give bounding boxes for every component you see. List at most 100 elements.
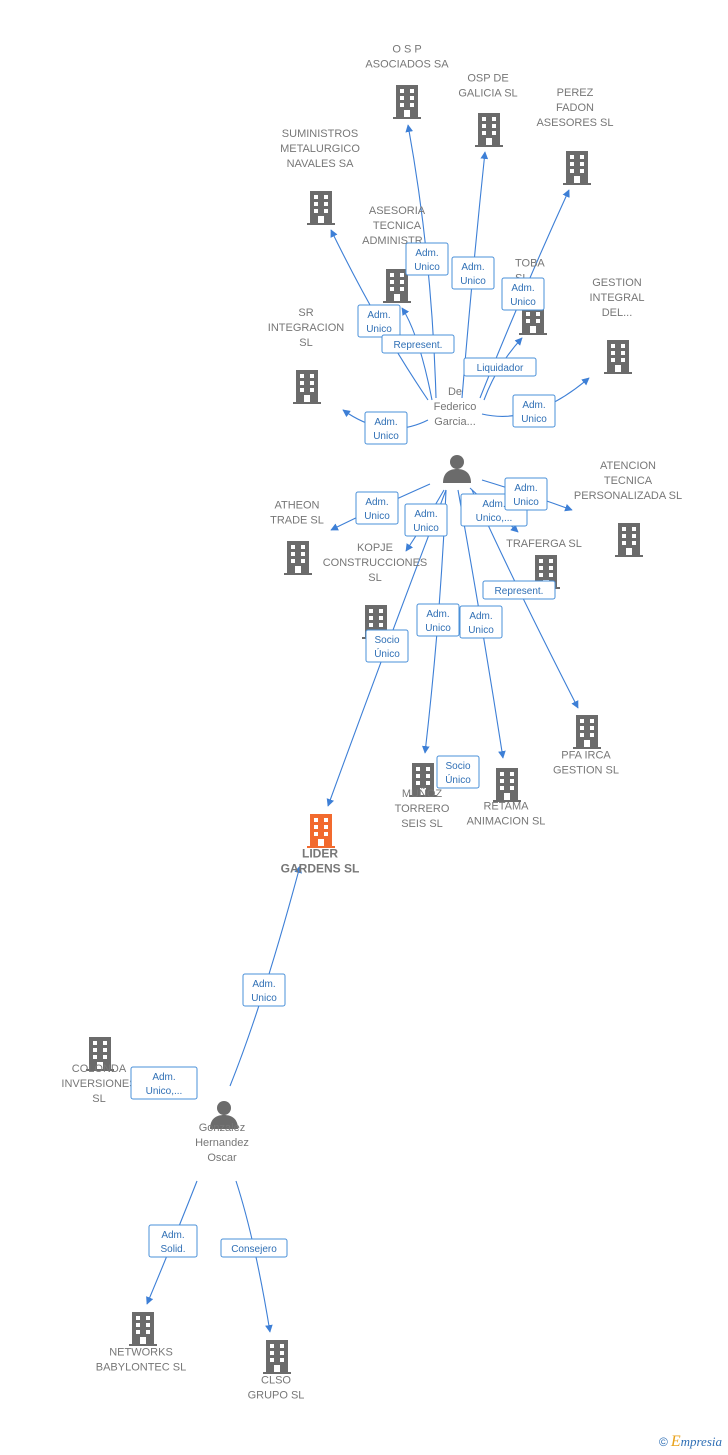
role-badge-r-networks[interactable]: Adm. Solid. — [148, 1224, 198, 1258]
role-badge-r-sumin[interactable]: Adm.Unico — [357, 304, 401, 338]
role-badge-r-retama[interactable]: Adm.Unico — [459, 605, 503, 639]
role-label: Unico,... — [146, 1086, 183, 1097]
role-label: Consejero — [231, 1244, 277, 1255]
role-label: Unico — [513, 497, 539, 508]
role-label: Socio — [445, 761, 470, 772]
role-badge-r-colonda[interactable]: Adm. Unico,... — [130, 1066, 198, 1100]
role-badge-r-atheon[interactable]: Adm.Unico — [355, 491, 399, 525]
role-label: Único — [374, 647, 400, 660]
building-icon — [284, 541, 312, 575]
role-badge-r-sr[interactable]: Adm. Unico — [364, 411, 408, 445]
role-label: Adm. — [161, 1230, 184, 1241]
building-icon — [307, 191, 335, 225]
building-icon — [604, 340, 632, 374]
building-icon — [615, 523, 643, 557]
role-badge-r-munoz[interactable]: Adm. Unico — [416, 603, 460, 637]
building-icon — [493, 768, 521, 802]
role-badge-r-kopje[interactable]: Adm. Unico — [404, 503, 448, 537]
brand-footer[interactable]: ©Empresia — [659, 1433, 722, 1451]
role-label: Unico — [413, 523, 439, 534]
role-label: Adm. — [152, 1072, 175, 1083]
role-label: Adm. — [426, 609, 449, 620]
role-label: Adm. — [522, 400, 545, 411]
role-label: Adm. — [469, 611, 492, 622]
focus-building-icon — [307, 814, 335, 848]
role-label: Solid. — [160, 1244, 185, 1255]
building-icon — [263, 1340, 291, 1374]
role-label: Adm. — [461, 262, 484, 273]
role-badge-r-atencion[interactable]: Adm. Unico — [504, 477, 548, 511]
role-badge-r-lider2[interactable]: Adm.Unico — [242, 973, 286, 1007]
role-label: Adm. — [374, 417, 397, 428]
role-badge-r-asesoria[interactable]: Represent. — [381, 334, 455, 354]
role-label: Único — [445, 773, 471, 786]
role-label: Adm. — [365, 497, 388, 508]
role-label: Adm. — [514, 483, 537, 494]
role-label: Unico — [366, 324, 392, 335]
building-icon — [293, 370, 321, 404]
role-label: Unico — [460, 276, 486, 287]
role-label: Adm. — [511, 283, 534, 294]
edge-5 — [401, 307, 433, 401]
role-label: Unico — [425, 623, 451, 634]
role-badge-r-clso[interactable]: Consejero — [220, 1238, 288, 1258]
role-label: Unico — [373, 431, 399, 442]
role-label: Represent. — [495, 586, 544, 597]
node-traferga[interactable]: TRAFERGA SL — [506, 538, 582, 589]
role-badge-r-perez[interactable]: Adm.Unico — [501, 277, 545, 311]
role-label: Socio — [374, 635, 399, 646]
role-badge-r-osp-gal[interactable]: Adm. Unico — [451, 256, 495, 290]
role-label: Unico,... — [476, 513, 513, 524]
building-icon — [129, 1312, 157, 1346]
role-label: Unico — [521, 414, 547, 425]
building-icon — [573, 715, 601, 749]
role-label: Adm. — [482, 499, 505, 510]
brand-initial: E — [670, 1433, 681, 1450]
copyright-icon: © — [658, 1435, 668, 1449]
role-label: Adm. — [252, 979, 275, 990]
role-label: Adm. — [414, 509, 437, 520]
role-badge-r-toba[interactable]: Liquidador — [463, 357, 537, 377]
building-icon — [475, 113, 503, 147]
role-badge-r-osp-asoc[interactable]: Adm.Unico — [405, 242, 449, 276]
role-label: Liquidador — [477, 363, 524, 374]
role-badge-r-gestion[interactable]: Adm. Unico — [512, 394, 556, 428]
role-badge-r-pfa[interactable]: Represent. — [482, 580, 556, 600]
